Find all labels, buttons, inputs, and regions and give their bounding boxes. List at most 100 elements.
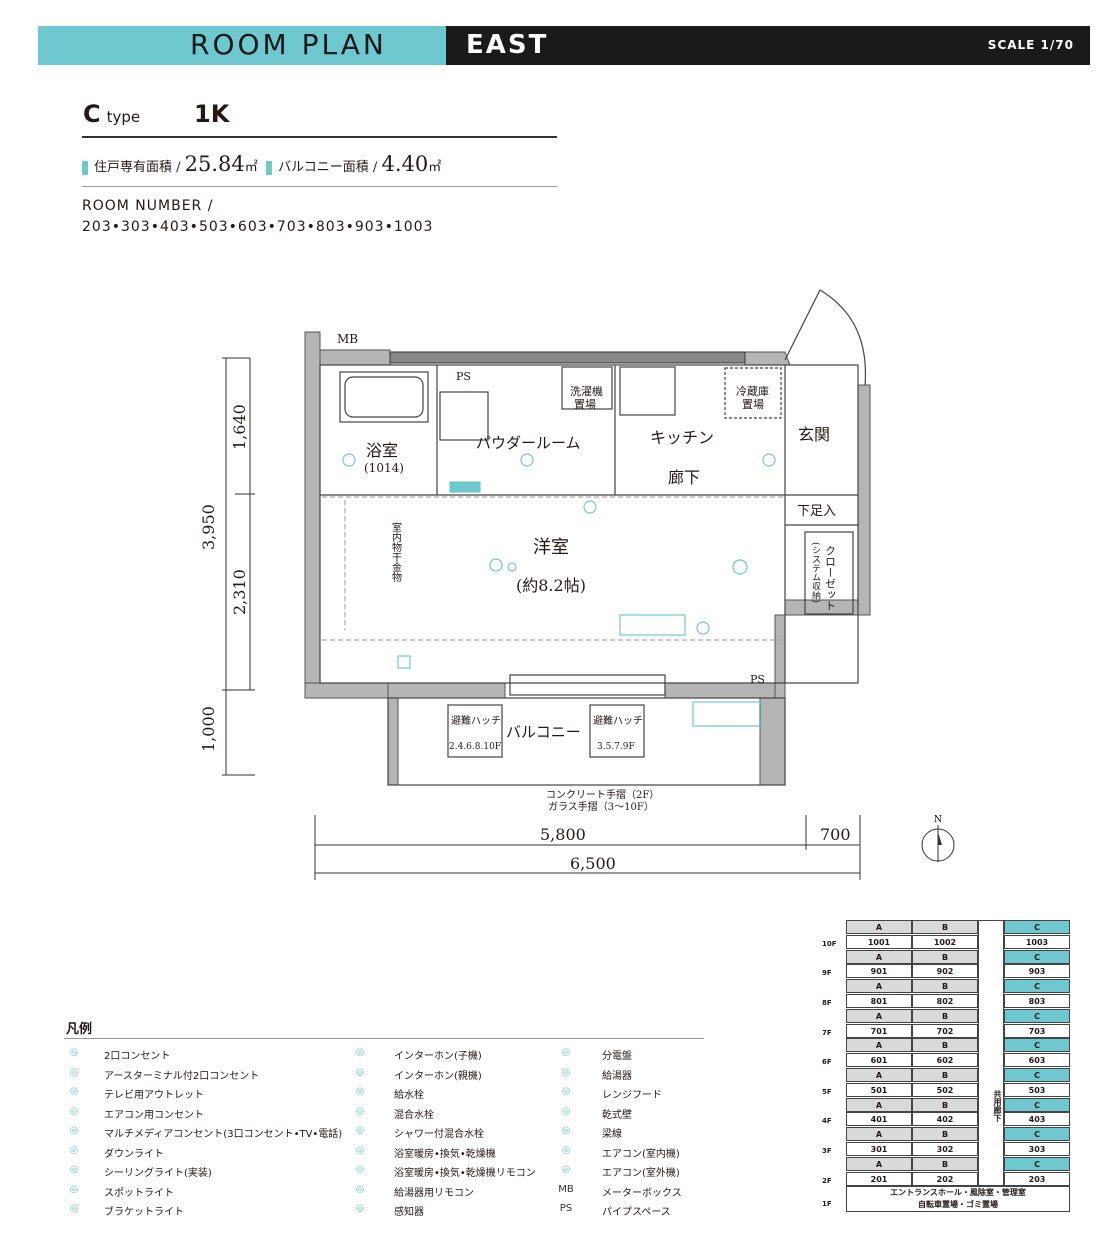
ground-floor-cell: エントランスホール・風除室・管理室自転車置場・ゴミ置場 [846, 1186, 1070, 1213]
kitchen-label: キッチン [650, 428, 714, 447]
legend-item: エアコン(室内機) [602, 1148, 680, 1160]
hatch-floors-b: 3.5.7.9F [597, 742, 635, 752]
table-header-cell: A [846, 1038, 912, 1053]
legend-item: 給湯器用リモコン [394, 1187, 474, 1199]
legend-item: 感知器 [394, 1207, 424, 1218]
legend-symbol-icon: ◎ [355, 1203, 365, 1214]
legend-item: 混合水栓 [394, 1109, 434, 1121]
legend-symbol-icon: ◎ [69, 1164, 79, 1175]
balcony-area-label: バルコニー面積 / [278, 160, 378, 175]
table-cell: 201 [846, 1171, 912, 1186]
legend-symbol-icon: PS [559, 1203, 573, 1214]
floor-label: 3F [822, 1147, 832, 1155]
western-room-size: (約8.2帖) [516, 576, 586, 595]
legend-symbol-icon: ◎ [561, 1066, 571, 1078]
wall-east [857, 384, 871, 616]
legend-symbol-icon: ◎ [355, 1164, 365, 1175]
legend-symbol-icon: ◎ [561, 1125, 571, 1136]
floor-label: 6F [822, 1058, 832, 1067]
header-band-dark [446, 26, 1090, 65]
table-cell: 1001 [846, 934, 912, 949]
legend-symbol-icon: ◎ [355, 1183, 365, 1195]
closet-box [804, 531, 854, 615]
area-line: 住戸専有面積 / 25.84㎡ バルコニー面積 / 4.40㎡ [82, 152, 441, 176]
table-header-cell: C [1004, 1008, 1070, 1023]
table-cell: 503 [1004, 1082, 1070, 1097]
layout-label: 1K [194, 100, 230, 128]
floor-label: 1F [822, 1200, 832, 1209]
table-header-cell: C [1004, 1156, 1070, 1171]
hatch-label-a: 避難ハッチ [451, 714, 501, 727]
ps-label-2: PS [750, 673, 765, 686]
dim-height-2: 2,310 [230, 569, 249, 615]
entrance-label: 玄関 [798, 425, 830, 444]
legend-symbol-icon: ◎ [355, 1144, 365, 1156]
private-area-value: 25.84 [184, 152, 245, 176]
divider [82, 136, 557, 138]
table-header-cell: B [912, 920, 978, 934]
legend-symbol-icon: ◎ [355, 1105, 365, 1117]
hatch-b [589, 704, 645, 758]
shared-corridor: 共用廊下 [978, 920, 1004, 1187]
table-header-cell: C [1004, 920, 1070, 934]
mb-label: MB [337, 332, 358, 346]
legend-item: エアコン用コンセント [104, 1109, 204, 1121]
legend-symbol-icon: ◎ [355, 1047, 365, 1058]
closet-sublabel: (システム収納) [810, 542, 821, 603]
legend-item: パイプスペース [602, 1207, 671, 1218]
bathtub [339, 371, 429, 423]
dry-wall-north [389, 351, 746, 364]
table-header-cell: C [1004, 1127, 1070, 1142]
table-cell: 703 [1004, 1023, 1070, 1038]
legend-item: ダウンライト [104, 1148, 164, 1160]
balcony-area-unit: ㎡ [428, 160, 442, 175]
table-header-cell: A [846, 1068, 912, 1082]
legend-symbol-icon: ◎ [355, 1066, 365, 1078]
powder-room-label: パウダールーム [476, 434, 581, 452]
bullet-mark [82, 160, 88, 175]
room-number-list: 203•303•403•503•603•703•803•903•1003 [82, 219, 434, 235]
washer-label-2: 置場 [574, 398, 596, 411]
table-cell: 801 [846, 994, 912, 1008]
balcony-outline [387, 697, 786, 786]
table-header-cell: A [846, 949, 912, 964]
legend-symbol-icon: ◎ [69, 1066, 79, 1078]
table-header-cell: B [912, 1156, 978, 1171]
table-cell: 401 [846, 1112, 912, 1127]
table-cell: 1002 [912, 934, 978, 949]
legend-symbol-icon: MB [558, 1183, 574, 1195]
dim-width-total: 6,500 [570, 854, 616, 873]
closet-label: クローゼット [824, 545, 837, 611]
table-cell: 1003 [1004, 934, 1070, 949]
hatch-label-b: 避難ハッチ [593, 714, 643, 727]
table-cell: 802 [912, 994, 978, 1008]
washer-label-1: 洗濯機 [570, 384, 603, 398]
table-cell: 603 [1004, 1053, 1070, 1068]
table-cell: 701 [846, 1023, 912, 1038]
legend-symbol-icon: ◎ [69, 1144, 79, 1156]
type-letter: C [83, 100, 101, 128]
table-cell: 301 [846, 1142, 912, 1156]
table-cell: 602 [912, 1053, 978, 1068]
legend-item: メーターボックス [602, 1187, 682, 1199]
legend-symbol-icon: ◎ [561, 1144, 571, 1156]
table-header-cell: B [912, 1038, 978, 1053]
table-cell: 601 [846, 1053, 912, 1068]
floor-label: 10F [822, 939, 837, 948]
table-header-cell: C [1004, 1038, 1070, 1053]
legend-item: マルチメディアコンセント(3口コンセント•TV•電話) [104, 1129, 343, 1140]
legend-symbol-icon: ◎ [561, 1105, 571, 1117]
north-compass: N [921, 815, 955, 862]
floor-label: 7F [822, 1028, 832, 1037]
floor-label: 5F [822, 1087, 832, 1096]
fridge-space [724, 367, 782, 419]
table-header-cell: B [912, 1127, 978, 1142]
window [509, 674, 666, 696]
table-cell: 402 [912, 1112, 978, 1127]
balcony-area-value: 4.40 [381, 152, 429, 176]
table-header-cell: A [846, 979, 912, 994]
table-header-cell: A [846, 1097, 912, 1112]
wall-sw [304, 682, 389, 699]
table-cell: 202 [912, 1171, 978, 1186]
